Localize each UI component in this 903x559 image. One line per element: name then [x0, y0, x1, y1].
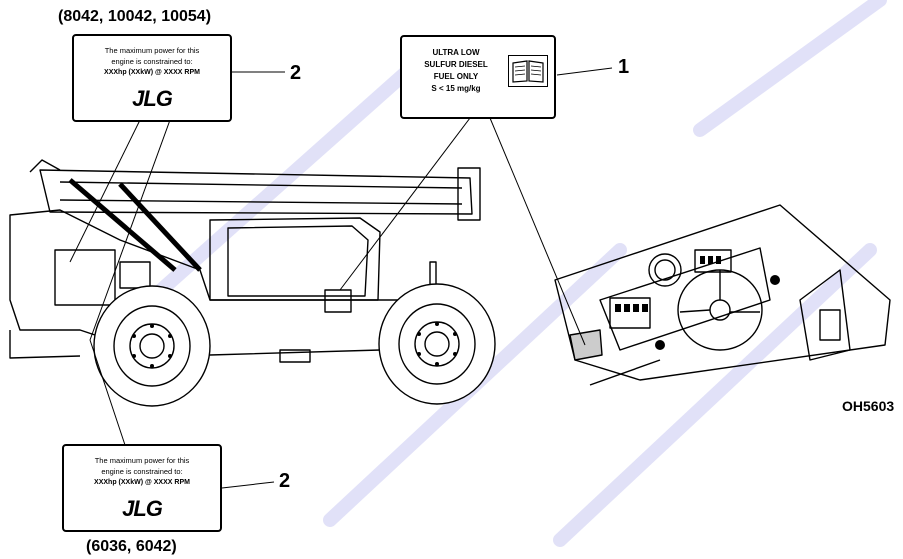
callout-1: 1: [618, 56, 630, 78]
fuel-line-4: S < 15 mg/kg: [431, 84, 481, 93]
power-decal-bottom: The maximum power for this engine is con…: [62, 444, 222, 532]
callout-2-bottom: 2: [279, 470, 291, 492]
jlg-logo: JLG: [122, 496, 163, 521]
bottom-model-numbers: (6036, 6042): [86, 538, 177, 555]
decal-line-3: XXXhp (XXkW) @ XXXX RPM: [104, 69, 200, 76]
fuel-decal: ULTRA LOW SULFUR DIESEL FUEL ONLY S < 15…: [400, 35, 556, 119]
callout-2-top: 2: [290, 62, 302, 84]
manual-book-icon: [508, 55, 548, 87]
figure-id: OH5603: [842, 398, 895, 414]
decal-line-2: engine is constrained to:: [111, 57, 193, 66]
fuel-line-1: ULTRA LOW: [432, 48, 480, 57]
fuel-line-3: FUEL ONLY: [433, 72, 479, 81]
fuel-line-2: SULFUR DIESEL: [424, 60, 488, 69]
decal-line-1: The maximum power for this: [94, 456, 190, 465]
decal-line-1: The maximum power for this: [104, 46, 200, 55]
power-decal-top: The maximum power for this engine is con…: [72, 34, 232, 122]
jlg-logo: JLG: [132, 86, 173, 111]
top-model-numbers: (8042, 10042, 10054): [58, 8, 212, 25]
decal-line-3: XXXhp (XXkW) @ XXXX RPM: [94, 479, 190, 486]
decal-line-2: engine is constrained to:: [101, 467, 183, 476]
